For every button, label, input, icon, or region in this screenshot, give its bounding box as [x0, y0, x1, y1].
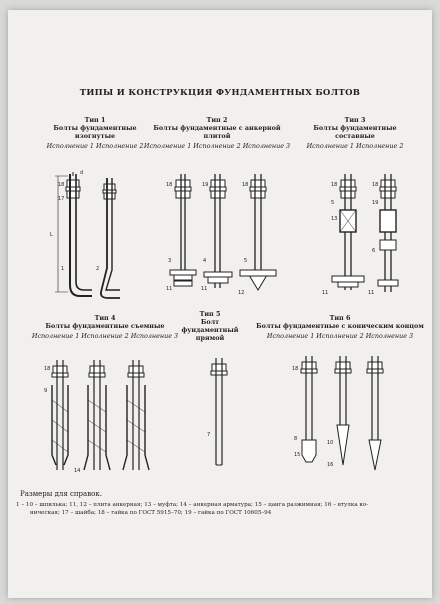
callout-labels: 18 17 1 2 d L 18 19 18 3 4 5 11 11 12 18… [44, 170, 378, 474]
type3-name: Тип 3 [344, 116, 366, 124]
type2-bolt-2-drawing [203, 174, 233, 288]
callout: 13 [331, 216, 337, 222]
callout: 10 [327, 440, 333, 446]
callout: 6 [372, 248, 375, 254]
callout: 18 [292, 366, 298, 372]
callout: 18 [372, 182, 378, 188]
callout: 11 [201, 286, 207, 292]
type1-name: Тип 1 [84, 116, 106, 124]
type2-bolt-3-drawing [239, 174, 277, 291]
callout: 11 [368, 290, 374, 296]
type1-desc: Болты фундаментные изогнутые [53, 124, 137, 140]
type1-bolt-2-drawing [99, 178, 120, 299]
type2-header: Тип 2 Болты фундаментные с анкерной плит… [142, 116, 292, 150]
type4-header: Тип 4 Болты фундаментные съемные Исполне… [30, 314, 180, 340]
type4-name: Тип 4 [94, 314, 116, 322]
callout: 14 [74, 468, 80, 474]
callout: 3 [168, 258, 171, 264]
document-page [8, 10, 432, 598]
callout: 15 [294, 452, 300, 458]
type4-bolt-2-drawing [83, 360, 111, 471]
type4-bolt-3-drawing [122, 360, 150, 471]
type1-bolt-1-drawing [55, 172, 92, 297]
callout: 12 [238, 290, 244, 296]
callout: 9 [44, 388, 47, 394]
type5-desc: Болт фундаментный прямой [181, 318, 239, 342]
type2-desc: Болты фундаментные с анкерной плитой [153, 124, 281, 140]
callout: 11 [322, 290, 328, 296]
callout: 5 [331, 200, 334, 206]
type6-bolt-2-drawing [334, 356, 352, 466]
notes-block: Размеры для справок. 1 – 10 – шпилька; 1… [16, 490, 424, 517]
callout: 18 [242, 182, 248, 188]
type5-name: Тип 5 [199, 310, 221, 318]
callout: 7 [207, 432, 210, 438]
type2-bolt-1-drawing [169, 174, 197, 287]
callout: 18 [166, 182, 172, 188]
type1-header: Тип 1 Болты фундаментные изогнутые Испол… [40, 116, 150, 150]
notes-line-1: 1 – 10 – шпилька; 11, 12 – плита анкерна… [16, 502, 369, 508]
type2-variants: Исполнение 1 Исполнение 2 Исполнение 3 [143, 142, 291, 150]
callout: d [80, 170, 83, 176]
type5-bolt-drawing [210, 358, 228, 466]
type2-name: Тип 2 [206, 116, 228, 124]
type3-variants: Исполнение 1 Исполнение 2 [306, 142, 404, 150]
callout: 18 [58, 182, 64, 188]
type1-variants: Исполнение 1 Исполнение 2 [46, 142, 144, 150]
type6-header: Тип 6 Болты фундаментные с коническим ко… [250, 314, 430, 340]
type6-bolt-3-drawing [366, 356, 384, 471]
callout: 18 [44, 366, 50, 372]
callout: 19 [372, 200, 378, 206]
callout: 2 [96, 266, 99, 272]
type3-bolt-1-drawing [331, 174, 365, 290]
type6-name: Тип 6 [329, 314, 351, 322]
type5-header: Тип 5 Болт фундаментный прямой [180, 310, 240, 342]
type4-variants: Исполнение 1 Исполнение 2 Исполнение 3 [31, 332, 179, 340]
type3-desc: Болты фундаментные составные [313, 124, 397, 140]
notes-line-2: ническая; 17 – шайба; 18 – гайка по ГОСТ… [30, 510, 272, 516]
callout: 18 [331, 182, 337, 188]
type6-bolt-1-drawing [300, 356, 318, 463]
type6-desc: Болты фундаментные с коническим концом [256, 322, 424, 330]
callout: 4 [203, 258, 206, 264]
notes-heading: Размеры для справок. [20, 490, 102, 498]
callout: 19 [202, 182, 208, 188]
callout: 5 [244, 258, 247, 264]
callout: L [50, 232, 53, 238]
type6-variants: Исполнение 1 Исполнение 2 Исполнение 3 [266, 332, 414, 340]
callout: 17 [58, 196, 64, 202]
type3-bolt-2-drawing [377, 174, 399, 292]
type4-bolt-1-drawing [51, 360, 69, 470]
callout: 8 [294, 436, 297, 442]
type4-desc: Болты фундаментные съемные [45, 322, 165, 330]
type3-header: Тип 3 Болты фундаментные составные Испол… [300, 116, 410, 150]
callout: 16 [327, 462, 333, 468]
callout: 1 [61, 266, 64, 272]
page-title: ТИПЫ И КОНСТРУКЦИЯ ФУНДАМЕНТНЫХ БОЛТОВ [79, 88, 361, 98]
callout: 11 [166, 286, 172, 292]
